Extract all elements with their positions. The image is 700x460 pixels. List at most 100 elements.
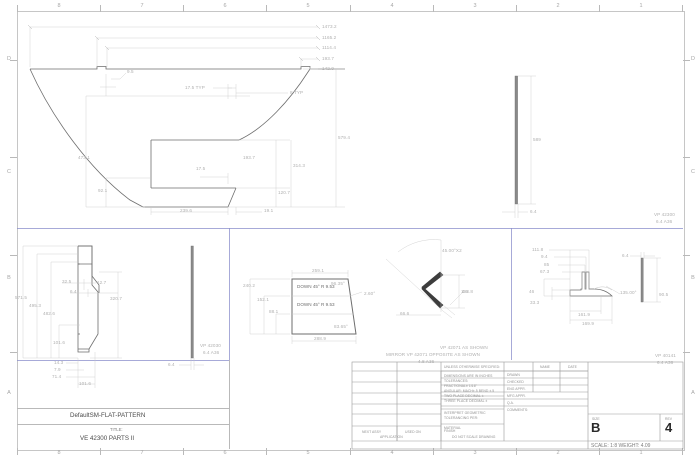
rev-label: REV bbox=[665, 417, 673, 421]
zone-right-D: D bbox=[691, 56, 695, 62]
zone-bottom-2: 2 bbox=[556, 450, 560, 456]
dim-192-8: 192.8 bbox=[461, 289, 473, 294]
dim-169-9: 169.9 bbox=[582, 321, 594, 326]
view-label-vp42300: VP 42300 bbox=[654, 212, 675, 217]
approval-row-drawn: DRAWN bbox=[507, 373, 520, 377]
dim-120-7: 120.7 bbox=[278, 190, 290, 195]
dim-473-1: 473.1 bbox=[78, 155, 90, 160]
size-value: B bbox=[591, 420, 601, 435]
zone-bottom-1: 1 bbox=[639, 450, 643, 456]
zone-top-7: 7 bbox=[140, 3, 144, 9]
dim-67-3: 67.3 bbox=[540, 269, 550, 274]
dim-239-6: 239.6 bbox=[180, 208, 192, 213]
zone-right-A: A bbox=[691, 390, 695, 396]
view-material-vp42030: 6.4 A36 bbox=[203, 350, 220, 355]
dim-33-3: 33.3 bbox=[530, 300, 540, 305]
dim-6-4-bar: 6.4 bbox=[168, 362, 175, 367]
dim-9-4: 9.4 bbox=[541, 254, 548, 259]
dim-579-4: 579.4 bbox=[338, 135, 350, 140]
viewport-divider-bottom bbox=[17, 360, 229, 361]
view-label-vp40141: VP 40141 bbox=[655, 353, 676, 358]
dim-1114-4: 1114.4 bbox=[322, 45, 336, 50]
next-assy-label: NEXT ASSY bbox=[362, 430, 382, 434]
zone-right-C: C bbox=[691, 169, 695, 175]
bend-note-upper: DOWN 45° R 9.53 bbox=[297, 284, 335, 289]
dim-14-3: 14.3 bbox=[54, 360, 64, 365]
zone-bottom-4: 4 bbox=[390, 450, 394, 456]
tolerance-line-6: THREE PLACE DECIMAL ± bbox=[444, 399, 488, 403]
dim-92-1: 92.1 bbox=[98, 188, 108, 193]
dim-46: 46 bbox=[529, 289, 535, 294]
unless-otherwise-specified: UNLESS OTHERWISE SPECIFIED: bbox=[444, 365, 501, 369]
dim-4-8: 4.8 bbox=[462, 289, 469, 294]
dim-45-deg-x2: 45.00°X2 bbox=[442, 248, 462, 253]
dim-6-4-extrusion: 6.4 bbox=[622, 253, 629, 258]
dim-2-60-deg: 2.60° bbox=[364, 291, 376, 296]
approval-row-eng-appr: ENG APPR. bbox=[507, 387, 526, 391]
tolerance-line-2: TOLERANCES: bbox=[444, 379, 469, 383]
configuration-name: DefaultSM-FLAT-PATTERN bbox=[70, 412, 146, 419]
dim-111-8: 111.8 bbox=[532, 247, 544, 252]
view-material-vp42071: 4.8 A36 bbox=[418, 359, 435, 364]
dim-96-35-deg: 96.35° bbox=[331, 281, 345, 286]
dim-90-5: 90.5 bbox=[659, 292, 669, 297]
view-material-vp42300: 6.4 A36 bbox=[656, 219, 673, 224]
scale-weight: SCALE: 1:8 WEIGHT: 4.09 bbox=[591, 443, 651, 449]
name-column-header: NAME bbox=[540, 365, 550, 369]
view-label-vp42071-as-shown: VP 42071 AS SHOWN bbox=[440, 345, 488, 350]
zone-left-A: A bbox=[7, 390, 11, 396]
dim-288-9: 288.9 bbox=[314, 336, 326, 341]
size-label: SIZE bbox=[592, 417, 600, 421]
dim-32-5: 32.5 bbox=[62, 279, 72, 284]
dim-17-5-typ: 17.5 TYP bbox=[185, 85, 205, 90]
zone-top-1: 1 bbox=[639, 3, 643, 9]
dim-161-9: 161.9 bbox=[578, 312, 590, 317]
title-label: TITLE: bbox=[110, 427, 123, 432]
dim-19-1: 19.1 bbox=[264, 208, 274, 213]
zone-top-4: 4 bbox=[390, 3, 394, 9]
dim-495-3: 495.3 bbox=[29, 303, 41, 308]
dim-7-9: 7.9 bbox=[54, 367, 61, 372]
dim-320-7: 320.7 bbox=[110, 296, 122, 301]
dim-101-6-h: 101.6 bbox=[79, 381, 91, 386]
tolerance-line-4: ANGULAR: MACH±.5 BEND ±.5 bbox=[444, 389, 495, 393]
tolerance-line-3: FRACTIONAL± 1/16" bbox=[444, 384, 477, 388]
zone-left-C: C bbox=[7, 169, 11, 175]
approval-row-mfg-appr: MFG APPR. bbox=[507, 394, 526, 398]
zone-bottom-7: 7 bbox=[140, 450, 144, 456]
view-material-vp40141: 6.4 A36 bbox=[657, 360, 674, 365]
finish-label: FINISH bbox=[444, 429, 456, 433]
dim-101-6-v: 101.6 bbox=[53, 340, 65, 345]
view-label-vp42071-mirror: MIRROR VP 42071 OPPOSITE AS SHOWN bbox=[386, 352, 481, 357]
dim-1165-2: 1165.2 bbox=[322, 35, 337, 40]
tolerance-line-5: TWO PLACE DECIMAL ± bbox=[444, 394, 484, 398]
dim-142-9: 142.9 bbox=[322, 66, 334, 71]
sheet-border bbox=[17, 11, 685, 451]
dim-88-1: 88.1 bbox=[269, 309, 279, 314]
zone-left-D: D bbox=[7, 56, 11, 62]
viewport-divider-vertical-right bbox=[511, 228, 512, 360]
dim-482-6: 482.6 bbox=[43, 311, 55, 316]
used-on-label: USED ON bbox=[405, 430, 421, 434]
dim-8-typ: 8 TYP bbox=[290, 90, 304, 95]
dim-240-2: 240.2 bbox=[243, 283, 255, 288]
dim-193-7-top: 193.7 bbox=[322, 56, 334, 61]
dim-135-deg: 135.00° bbox=[620, 290, 637, 295]
zone-top-3: 3 bbox=[473, 3, 477, 9]
view-label-vp42030: VP 42030 bbox=[200, 343, 221, 348]
dim-589: 589 bbox=[533, 137, 541, 142]
zone-bottom-3: 3 bbox=[473, 450, 477, 456]
dim-6-4-edge: 6.4 bbox=[530, 209, 537, 214]
approval-row-comments: COMMENTS: bbox=[507, 408, 529, 412]
tolerance-line-1: DIMENSIONS ARE IN INCHES bbox=[444, 374, 493, 378]
application-label: APPLICATION bbox=[380, 435, 403, 439]
dim-9-5: 9.5 bbox=[127, 69, 134, 74]
interpret-geometric-line1: INTERPRET GEOMETRIC bbox=[444, 411, 486, 415]
